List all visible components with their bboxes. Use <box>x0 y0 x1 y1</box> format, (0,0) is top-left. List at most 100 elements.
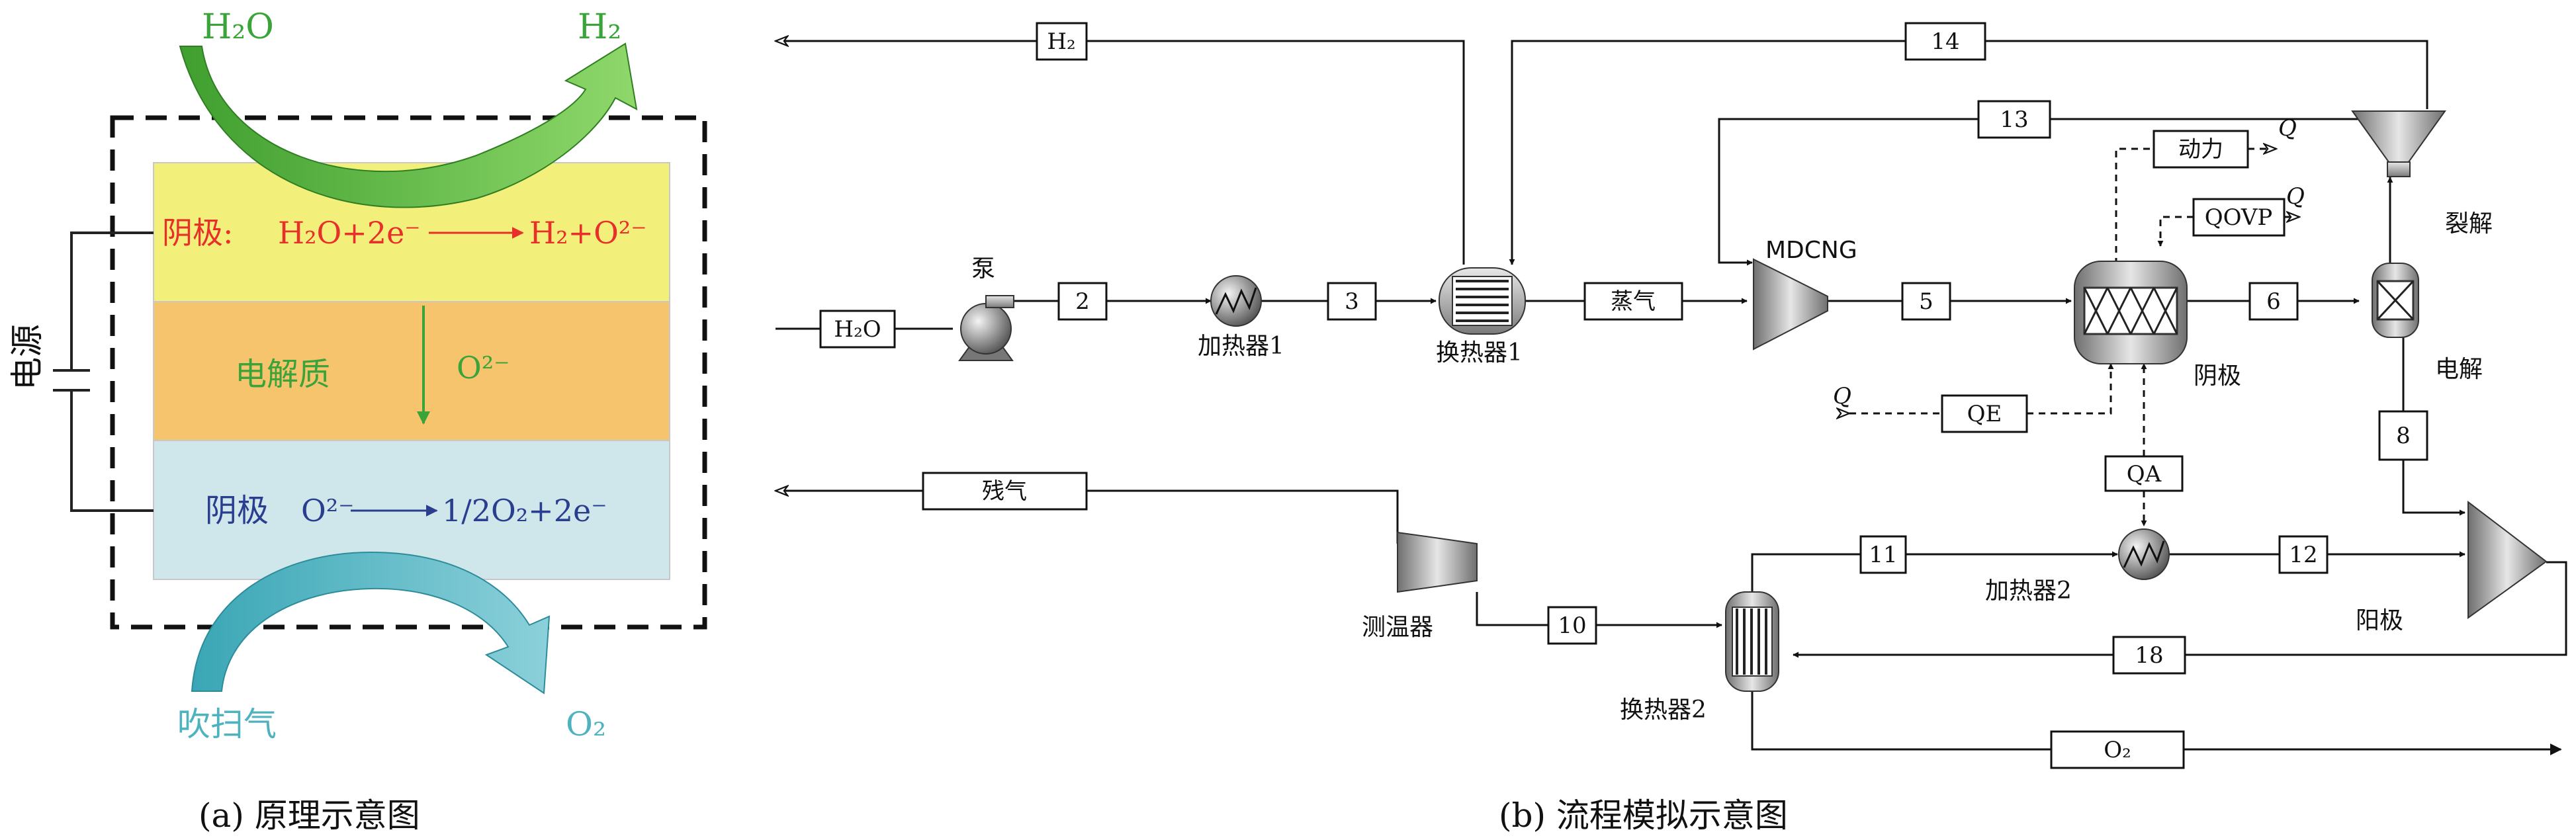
anode-label: 阴极 <box>205 492 269 529</box>
heat-q-qovp-label: Q <box>2286 183 2305 210</box>
stream-box-6 <box>2248 282 2299 321</box>
pipe-thermometer-to-exhaust <box>1087 489 1399 544</box>
stream-box-11 <box>1859 535 1907 574</box>
electrolyte-label: 电解质 <box>235 356 330 393</box>
mdcng-unit-icon <box>1753 258 1828 351</box>
pipe-hx2-to-o2 <box>1751 688 2051 751</box>
h2-output-label: H₂ <box>578 7 621 47</box>
heat-q-power-label: Q <box>2278 115 2297 142</box>
stream-box-3 <box>1327 282 1377 321</box>
heat-cathode-to-power <box>2115 147 2154 265</box>
heat-exchanger-2-icon <box>1725 591 1779 692</box>
o2-output-label: O₂ <box>566 705 606 743</box>
heat-exchanger-1-icon <box>1439 267 1526 335</box>
oxygen-ion-label: O²⁻ <box>457 350 510 386</box>
stream-label-steam: 蒸气 <box>1611 288 1656 315</box>
electrolyte-layer <box>153 301 670 441</box>
mdcng-label: MDCNG <box>1765 237 1857 264</box>
stream-box-18 <box>2112 636 2186 675</box>
heater-1-icon <box>1210 275 1262 327</box>
stream-box-qe <box>1941 394 2028 433</box>
panel-b-caption: (b) 流程模拟示意图 <box>1499 796 1788 835</box>
stream-label-power: 动力 <box>2178 136 2223 163</box>
stream-label-8: 8 <box>2396 423 2411 449</box>
pipe-anode-return <box>2185 561 2567 656</box>
stream-label-11: 11 <box>1869 542 1897 568</box>
cracking-unit-icon <box>2351 110 2446 177</box>
pipe-s14-b <box>1509 40 1906 265</box>
stream-label-5: 5 <box>1919 288 1933 315</box>
stream-label-h2o: H₂O <box>834 316 881 343</box>
anode-unit-icon <box>2467 500 2548 619</box>
cracking-label: 裂解 <box>2445 210 2493 237</box>
anode-reactant: O²⁻ <box>301 493 354 528</box>
panel-a-principle: 电源 H₂O H₂ 阴极: H₂O+2e⁻ H₂+O²⁻ 电解质 O²⁻ 阴极 … <box>8 7 707 835</box>
pump-icon <box>958 295 1014 361</box>
thermometer-label: 测温器 <box>1362 614 1433 641</box>
stream-label-10: 10 <box>1558 612 1586 639</box>
stream-box-h2o <box>819 310 896 349</box>
stream-box-13 <box>1977 100 2051 139</box>
stream-box-steam <box>1583 282 1683 321</box>
heat-qe-to-cathode <box>2027 363 2114 415</box>
stream-label-qa: QA <box>2127 461 2162 487</box>
cathode-label: 阴极: <box>162 215 234 251</box>
stream-label-13: 13 <box>2000 106 2028 133</box>
anode-products: 1/2O₂+2e⁻ <box>442 493 607 528</box>
anode-label: 阳极 <box>2356 607 2403 634</box>
panel-b-process: H₂O 2 3 蒸气 5 6 H₂ 14 13 动力 QOVP QE QA 8 … <box>776 22 2567 835</box>
heat-exchanger-1-label: 换热器1 <box>1436 339 1523 366</box>
stream-label-18: 18 <box>2135 642 2163 669</box>
stream-label-3: 3 <box>1345 288 1359 315</box>
sweep-gas-label: 吹扫气 <box>177 705 277 743</box>
stream-label-2: 2 <box>1075 288 1090 315</box>
stream-label-6: 6 <box>2266 288 2281 315</box>
thermometer-icon <box>1397 531 1478 593</box>
electrolysis-label: 电解 <box>2435 356 2483 383</box>
electrolysis-reactor-icon <box>2372 263 2419 338</box>
pipe-s14-a <box>1985 40 2428 109</box>
panel-a-caption: (a) 原理示意图 <box>199 796 420 835</box>
stream-label-qovp: QOVP <box>2205 204 2273 231</box>
stream-box-2 <box>1057 282 1108 321</box>
sweep-gas-to-o2-arc-arrow <box>191 551 551 694</box>
cathode-products: H₂+O²⁻ <box>529 215 647 251</box>
stream-label-h2: H₂ <box>1047 28 1075 55</box>
stream-box-exhaust <box>922 472 1088 511</box>
system-boundary <box>110 115 707 630</box>
heater-1-label: 加热器1 <box>1198 333 1284 360</box>
stream-label-14: 14 <box>1931 28 1959 55</box>
stream-box-12 <box>2278 535 2329 574</box>
pipe-s8-to-anode <box>2402 460 2465 516</box>
heat-q-qe-label: Q <box>1833 383 1851 409</box>
stream-box-h2 <box>1036 22 1088 61</box>
stream-label-qe: QE <box>1967 401 2002 427</box>
stream-label-12: 12 <box>2289 542 2317 568</box>
h2o-input-label: H₂O <box>202 7 274 47</box>
stream-label-exhaust: 残气 <box>982 478 1027 505</box>
cathode-reactor-label: 阴极 <box>2194 362 2241 390</box>
stream-box-qovp <box>2192 198 2286 237</box>
cathode-reactor-icon <box>2074 261 2188 364</box>
heater-2-label: 加热器2 <box>1985 577 2072 605</box>
stream-box-8 <box>2378 410 2428 461</box>
stream-box-5 <box>1901 282 1951 321</box>
power-source-label: 电源 <box>8 324 46 390</box>
h2o-to-h2-arc-arrow <box>179 42 638 208</box>
pipe-thermometer-to-s10 <box>1476 592 1548 626</box>
stream-box-10 <box>1547 606 1597 645</box>
stream-box-power <box>2153 130 2249 169</box>
pipe-hx2-to-s11 <box>1751 553 1861 593</box>
power-circuit-wire <box>70 231 154 512</box>
stream-label-o2: O₂ <box>2104 737 2131 763</box>
cathode-reactants: H₂O+2e⁻ <box>278 215 421 251</box>
heat-exchanger-2-label: 换热器2 <box>1620 696 1707 724</box>
heat-qovp-to-cathode <box>2157 216 2194 247</box>
pipe-s13-b <box>1718 118 1978 266</box>
heater-2-icon <box>2118 528 2170 580</box>
stream-box-o2 <box>2050 730 2185 769</box>
pipe-h2-product <box>1087 40 1465 265</box>
stream-box-14 <box>1904 22 1986 61</box>
pump-label: 泵 <box>971 255 995 282</box>
